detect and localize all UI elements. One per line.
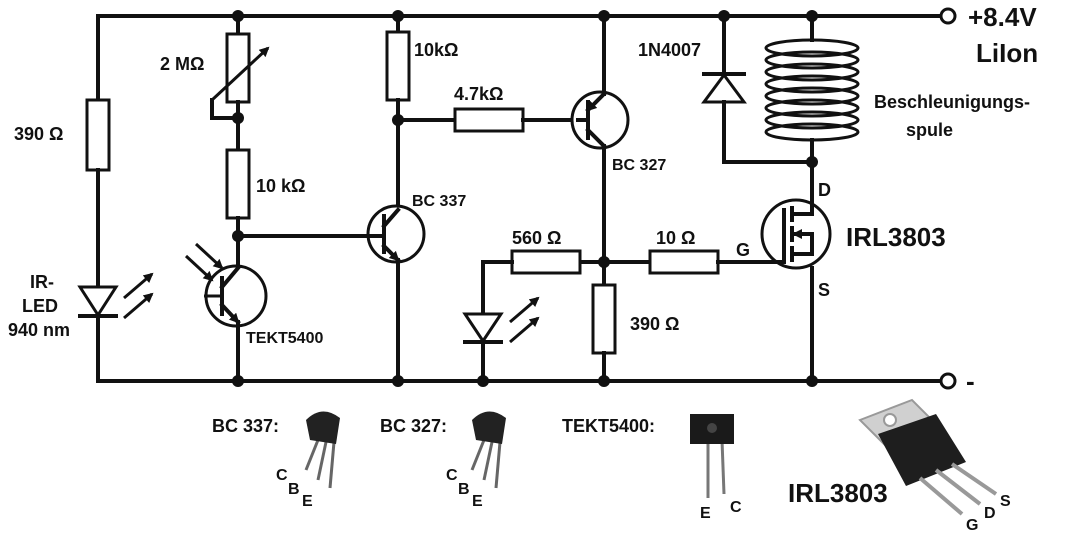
ir-led-branch [77,14,154,383]
resistor-4k7-label: 4.7kΩ [454,84,503,104]
coil-label-line2: spule [906,120,953,140]
resistor-10k-b-label: 10kΩ [414,40,458,60]
pnp-branch [453,14,630,383]
supply-voltage-label: +8.4V [968,2,1037,32]
ir-led-label-line2: LED [22,296,58,316]
bc337-pin-e: E [302,493,313,510]
tekt5400-pinout-label: TEKT5400: [562,416,655,436]
resistor-390-gate-label: 390 Ω [630,314,679,334]
irl3803-pin-g: G [966,517,978,534]
tekt5400-package-drawing [690,414,734,498]
resistor-560-label: 560 Ω [512,228,561,248]
ir-led-label-line1: IR- [30,272,54,292]
phototransistor-symbol [184,242,268,328]
acceleration-coil-symbol [764,38,860,142]
bc337-pin-b: B [288,481,300,498]
phototransistor-label: TEKT5400 [246,330,323,347]
sensor-branch [184,14,372,383]
tekt5400-pin-e: E [700,505,711,522]
irl3803-package-drawing [858,398,998,516]
mosfet-label: IRL3803 [846,222,946,252]
ir-led-label-line3: 940 nm [8,320,70,340]
mosfet-drain-label: D [818,180,831,200]
pnp-transistor-symbol [570,90,630,150]
bc327-pin-b: B [458,481,470,498]
resistor-10-gate-label: 10 Ω [656,228,695,248]
resistor-10k-a-label: 10 kΩ [256,176,305,196]
potentiometer-2m-label: 2 MΩ [160,54,204,74]
bc337-package-drawing [304,411,340,489]
bc337-pin-c: C [276,467,288,484]
gate-resistor-branch [602,249,774,275]
resistor-10k-b [385,30,411,102]
irl3803-pin-d: D [984,505,996,522]
mosfet-gate-label: G [736,240,750,260]
resistor-560 [510,249,582,275]
coil-label-line1: Beschleunigungs- [874,92,1030,112]
junction-dots [232,10,818,387]
indicator-led-symbol [462,312,504,344]
bc337-pinout-label: BC 337: [212,416,279,436]
diode-1n4007-symbol [701,72,747,104]
tekt5400-pin-c: C [730,499,742,516]
ir-led-symbol [77,285,119,318]
coil-branch [701,14,860,383]
npn-transistor-symbol [366,204,426,264]
npn-label: BC 337 [412,193,466,210]
bc327-pin-c: C [446,467,458,484]
ground-rail [96,372,957,390]
resistor-390-led [85,98,111,172]
bc327-pinout-label: BC 327: [380,416,447,436]
diode-label: 1N4007 [638,40,701,60]
indicator-branch [462,249,606,383]
pnp-label: BC 327 [612,157,666,174]
mosfet-symbol [760,198,832,270]
ground-label: - [966,366,975,396]
bc327-package-drawing [470,411,506,489]
irl3803-pin-s: S [1000,493,1011,510]
resistor-390-gate [591,283,617,355]
battery-label: LiIon [976,38,1038,68]
resistor-390-led-label: 390 Ω [14,124,63,144]
irl3803-pinout-label: IRL3803 [788,478,888,508]
mosfet-source-label: S [818,280,830,300]
resistor-4k7 [453,107,525,133]
resistor-10k-a [225,148,251,220]
resistor-10-gate [648,249,720,275]
positive-rail [96,7,957,25]
bc327-pin-e: E [472,493,483,510]
